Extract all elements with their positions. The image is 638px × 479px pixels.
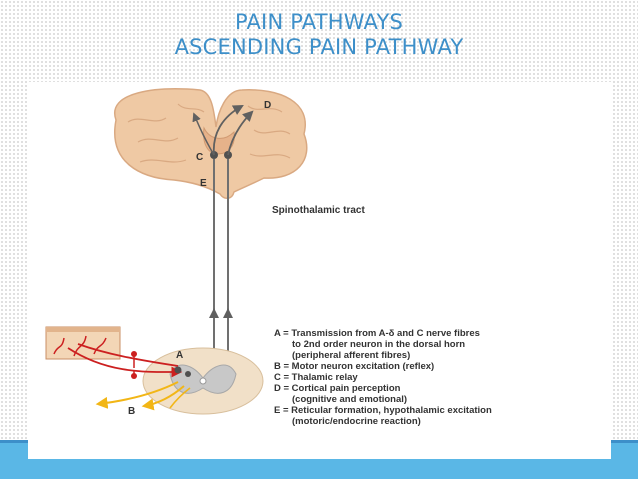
- reflex-pathway: [95, 381, 191, 411]
- slide-subtitle: ASCENDING PAIN PATHWAY: [174, 35, 464, 59]
- diagram-panel: D C E A B Spinothalamic tract A = Transm…: [28, 82, 611, 459]
- label-b: B: [128, 406, 135, 417]
- slide-title: PAIN PATHWAYS: [234, 10, 404, 34]
- legend-a-line3: (peripheral afferent fibres): [292, 350, 410, 361]
- legend-a-line1: A = Transmission from A-δ and C nerve fi…: [274, 328, 480, 339]
- legend-b-line1: B = Motor neuron excitation (reflex): [274, 361, 434, 372]
- label-e: E: [200, 178, 207, 189]
- legend-c-line1: C = Thalamic relay: [274, 372, 358, 383]
- legend-e-line1: E = Reticular formation, hypothalamic ex…: [274, 405, 492, 416]
- pain-pathway-diagram: D C E A B Spinothalamic tract A = Transm…: [45, 88, 492, 427]
- legend-e-line2: (motoric/endocrine reaction): [292, 416, 421, 427]
- afferent-fibres: [67, 343, 191, 379]
- skin-tissue: [45, 326, 121, 360]
- thalamic-relay: [192, 104, 254, 159]
- legend: A = Transmission from A-δ and C nerve fi…: [274, 328, 492, 427]
- legend-a-line2: to 2nd order neuron in the dorsal horn: [292, 339, 465, 350]
- label-d: D: [264, 100, 271, 111]
- brain-illustration: [113, 88, 308, 199]
- slide-title-block: PAIN PATHWAYS ASCENDING PAIN PATHWAY: [0, 10, 638, 60]
- label-a: A: [176, 350, 183, 361]
- legend-d-line1: D = Cortical pain perception: [274, 383, 401, 394]
- legend-d-line2: (cognitive and emotional): [292, 394, 407, 405]
- label-c: C: [196, 152, 203, 163]
- tract-label: Spinothalamic tract: [272, 205, 365, 216]
- spinal-cord-section: [142, 347, 264, 415]
